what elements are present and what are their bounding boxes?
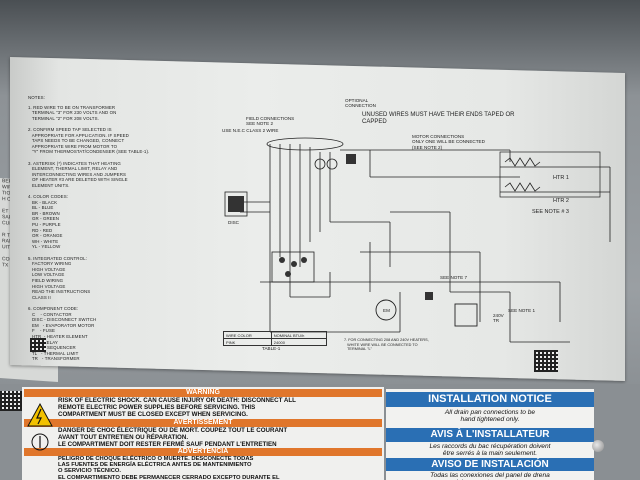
note-line: 1. RED WIRE TO BE ON TRANSFORMER	[28, 104, 116, 110]
htr2-label: HTR 2	[553, 198, 569, 204]
read-instructions-icon-2	[425, 292, 433, 300]
note-line: EM - EVAPORATOR MOTOR	[28, 322, 95, 328]
table-header: NOMINAL BTU/h	[270, 331, 328, 339]
integrated-control-board	[271, 251, 315, 283]
motor-connections-note: MOTOR CONNECTIONS ONLY ONE WILL BE CONNE…	[412, 134, 485, 150]
warning-bar: WARNING	[24, 389, 382, 397]
table-caption: TABLE-1	[262, 346, 281, 351]
heater-coil-2	[504, 182, 541, 192]
note-line: LOW VOLTAGE	[28, 272, 65, 278]
es-warning-text: PELIGRO DE CHOQUE ELÉCTRICO O MUERTE. DE…	[58, 456, 280, 480]
note-line: APPROPRIATE WIRE FROM MOTOR TO	[28, 143, 118, 149]
optional-connection-note: OPTIONAL CONNECTION	[345, 98, 376, 109]
notes-heading: NOTES:	[28, 95, 45, 100]
heater-footnote: 7. FOR CONNECTING 208 AND 240V HEATERS, …	[344, 338, 429, 352]
shock-hazard-icon	[27, 402, 53, 451]
warning-qr-code	[0, 391, 22, 411]
htr1-label: HTR 1	[553, 175, 569, 181]
note-line: WH - WHITE	[28, 238, 59, 244]
notes-block: NOTES: 1. RED WIRE TO BE ON TRANSFORMER …	[28, 95, 208, 362]
es-warning-bar: ADVERTENCIA	[24, 448, 382, 456]
note-line: YL - YELLOW	[28, 244, 61, 250]
read-instructions-icon	[346, 154, 356, 164]
notice-text-fr: Les raccords du bac récupération doivent…	[429, 443, 551, 458]
disc-terminals	[228, 196, 244, 212]
see-note7-label: SEE NOTE 7	[440, 275, 468, 280]
note-line: TR - TRANSFORMER	[28, 356, 80, 362]
note-line: CLASS II	[28, 294, 51, 300]
note-line: 4. COLOR CODES:	[28, 194, 69, 200]
heater-coil-1	[504, 157, 541, 167]
panel-screw	[592, 440, 604, 452]
qr-code-left	[30, 338, 46, 352]
note-line: 2. CONFIRM SPEED TAP SELECTED IS	[28, 126, 112, 132]
notice-text-es: Todas las conexiones del panel de drena …	[430, 472, 550, 480]
note-line: INTERCONNECTING WIRES AND JUMPERS	[28, 171, 127, 177]
warning-sticker	[22, 387, 384, 480]
note-line: TERMINAL "3" FOR 230 VOLTS AND ON	[28, 110, 117, 116]
tr-voltage-label: 240V TR	[493, 313, 504, 324]
note-line: DISC - DISCONNECT SWITCH	[28, 317, 97, 323]
wire-color-table: WIRE COLOR NOMINAL BTU/h PINK 24000	[223, 331, 328, 346]
table-header: WIRE COLOR	[223, 331, 272, 339]
note-line: FACTORY WIRING	[28, 261, 72, 267]
note-line: TERMINAL "2" FOR 208 VOLTS.	[28, 115, 99, 121]
disc-label: DISC	[228, 220, 239, 225]
note-line: C - CONTACTOR	[28, 311, 72, 317]
note-line: OF HEATER #3 ARE DELETED WITH SINGLE	[28, 177, 128, 183]
note-line: 3. ASTERISK (*) INDICATES THAT HEATING	[28, 160, 121, 166]
use-nec-note: USE N.E.C CLASS 2 WIRE	[222, 128, 279, 133]
note-line: HTR - HEATER ELEMENT	[28, 333, 88, 339]
notice-text-en: All drain pan connections to be hand tig…	[444, 409, 536, 424]
em-label: EM	[383, 308, 390, 313]
notice-title-es: AVISO DE INSTALACIÓN	[386, 458, 594, 471]
see-note3-label: SEE NOTE # 3	[532, 209, 569, 215]
note-line: FIELD WIRING	[28, 278, 64, 283]
unused-wires-note: UNUSED WIRES MUST HAVE THEIR ENDS TAPED …	[362, 112, 515, 125]
note-line: OR - ORANGE	[28, 233, 63, 239]
see-note1-label: SEE NOTE 1	[508, 308, 536, 313]
note-line: BL - BLUE	[28, 205, 54, 211]
note-line: BK - BLACK	[28, 199, 58, 205]
disc-switch	[224, 191, 248, 217]
notice-title-fr: AVIS À L'INSTALLATEUR	[386, 428, 594, 442]
field-connection-bundle	[266, 137, 344, 151]
notice-title-en: INSTALLATION NOTICE	[386, 392, 594, 407]
note-line: ELEMENT, THERMAL LIMIT, RELAY AND	[28, 166, 118, 172]
fr-warning-bar: AVERTISSEMENT	[24, 419, 382, 427]
notes-lines: 1. RED WIRE TO BE ON TRANSFORMER TERMINA…	[28, 105, 208, 362]
note-line: HIGH VOLTAGE	[28, 266, 66, 272]
note-line: APPROPRIATE FOR APPLICATION. IF SPEED	[28, 132, 129, 138]
note-line: 6. COMPONENT CODE:	[28, 305, 79, 311]
field-connections-note: FIELD CONNECTIONS SEE NOTE 2	[246, 116, 295, 127]
warning-text: RISK OF ELECTRIC SHOCK. CAN CAUSE INJURY…	[58, 397, 296, 418]
transformer	[454, 303, 478, 327]
note-line: F - FUSE	[28, 328, 56, 334]
table-cell: PINK	[223, 338, 272, 346]
table-cell: 24000	[270, 338, 328, 346]
note-line: TL - THERMAL LIMIT	[28, 350, 79, 356]
note-line: "Y" FROM THERMOSTAT/CONDENSER (SEE TABLE…	[28, 149, 150, 155]
note-line: PU - PURPLE	[28, 222, 61, 228]
note-line: RD - RED	[28, 227, 53, 233]
note-line: BR - BROWN	[28, 210, 60, 216]
note-line: ELEMENT UNITS.	[28, 182, 70, 188]
note-line: 5. INTEGRATED CONTROL:	[28, 255, 87, 261]
evaporator-motor	[375, 299, 397, 321]
note-line: TAPS NEEDS TO BE CHANGED, CONNECT	[28, 138, 125, 144]
wiring-diagram	[224, 137, 611, 343]
fr-warning-text: DANGER DE CHOC ÉLECTRIQUE OU DE MORT. CO…	[58, 427, 288, 448]
note-line: HIGH VOLTAGE	[28, 283, 66, 289]
note-line: GR - GREEN	[28, 216, 60, 222]
note-line: READ THE INSTRUCTIONS	[28, 289, 91, 295]
qr-code	[534, 350, 558, 372]
